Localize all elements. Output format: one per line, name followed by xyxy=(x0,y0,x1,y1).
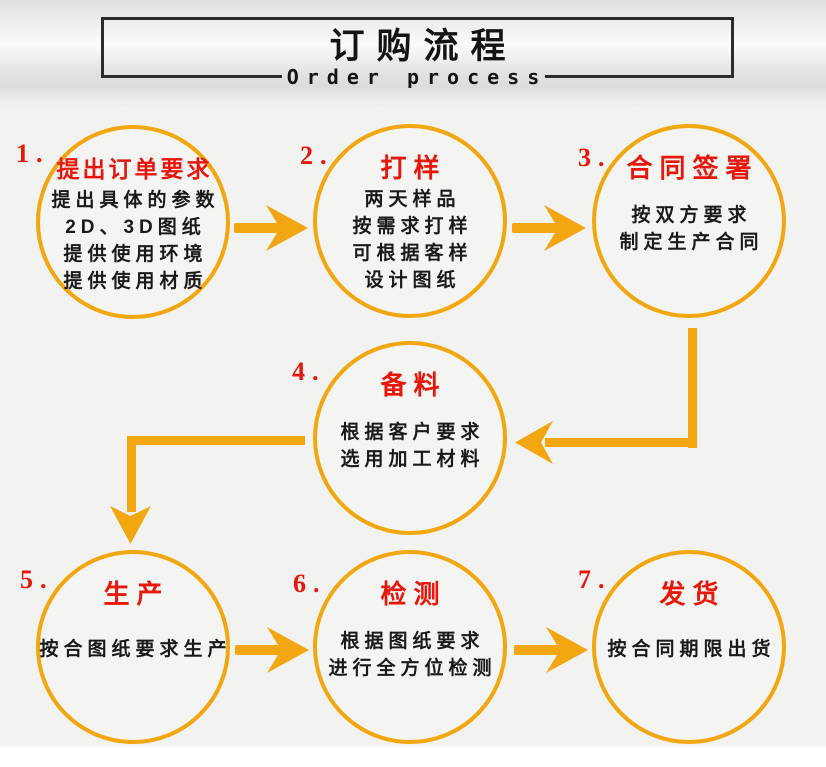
step-number-7: 7. xyxy=(578,565,612,594)
header-box: 订购流程 xyxy=(101,17,734,78)
step-line: 可根据客样 xyxy=(352,243,473,264)
step-line: 根据图纸要求 xyxy=(340,631,485,652)
step-circle-contract-signing: 合同签署 按双方要求 制定生产合同 xyxy=(592,124,786,318)
step-line: 按合图纸要求生产 xyxy=(39,639,232,660)
header-border-right-segment xyxy=(545,75,734,78)
step-circle-inspection: 检测 根据图纸要求 进行全方位检测 xyxy=(313,550,507,744)
flow-arrow-elbow-3-4-icon xyxy=(515,328,697,464)
bottom-white-strip xyxy=(0,746,826,767)
step-title: 提出订单要求 xyxy=(56,156,213,182)
step-title: 检测 xyxy=(380,579,447,609)
step-circle-delivery: 发货 按合同期限出货 xyxy=(592,550,786,744)
header-border-left-segment xyxy=(101,75,282,78)
step-number-6: 6. xyxy=(293,569,327,598)
step-circle-production: 生产 按合图纸要求生产 xyxy=(36,550,230,744)
flow-arrow-elbow-4-5-icon xyxy=(110,436,305,544)
step-line: 提出具体的参数 xyxy=(51,190,220,211)
step-number-3: 3. xyxy=(578,143,612,172)
step-title: 发货 xyxy=(659,579,726,609)
step-line: 按需求打样 xyxy=(352,216,473,237)
step-title: 打样 xyxy=(380,153,447,183)
step-line: 进行全方位检测 xyxy=(328,658,497,679)
step-circle-order-request: 提出订单要求 提出具体的参数 2D、3D图纸 提供使用环境 提供使用材质 xyxy=(36,125,230,319)
page-title: 订购流程 xyxy=(329,27,518,66)
step-number-4: 4. xyxy=(292,357,326,386)
step-title: 生产 xyxy=(103,579,170,609)
step-circle-sampling: 打样 两天样品 按需求打样 可根据客样 设计图纸 xyxy=(313,124,507,318)
flow-arrow-right-1-2-icon xyxy=(234,205,308,251)
step-number-2: 2. xyxy=(300,141,334,170)
flow-arrow-right-6-7-icon xyxy=(514,627,588,673)
step-line: 两天样品 xyxy=(364,189,461,210)
step-line: 提供使用材质 xyxy=(63,271,208,292)
step-line: 按双方要求 xyxy=(631,205,752,226)
flow-arrow-right-5-6-icon xyxy=(235,627,309,673)
step-line: 根据客户要求 xyxy=(340,422,485,443)
step-line: 按合同期限出货 xyxy=(607,639,776,660)
page-subtitle: Order process xyxy=(286,65,548,89)
step-title: 合同签署 xyxy=(626,153,759,183)
step-line: 设计图纸 xyxy=(364,270,461,291)
step-number-5: 5. xyxy=(20,565,54,594)
step-number-1: 1. xyxy=(16,139,50,168)
step-line: 选用加工材料 xyxy=(340,449,485,470)
step-line: 2D、3D图纸 xyxy=(65,217,206,238)
step-line: 提供使用环境 xyxy=(63,244,208,265)
step-title: 备料 xyxy=(380,370,447,400)
step-line: 制定生产合同 xyxy=(619,232,764,253)
step-circle-material-preparation: 备料 根据客户要求 选用加工材料 xyxy=(313,341,507,535)
flow-arrow-right-2-3-icon xyxy=(512,205,586,251)
